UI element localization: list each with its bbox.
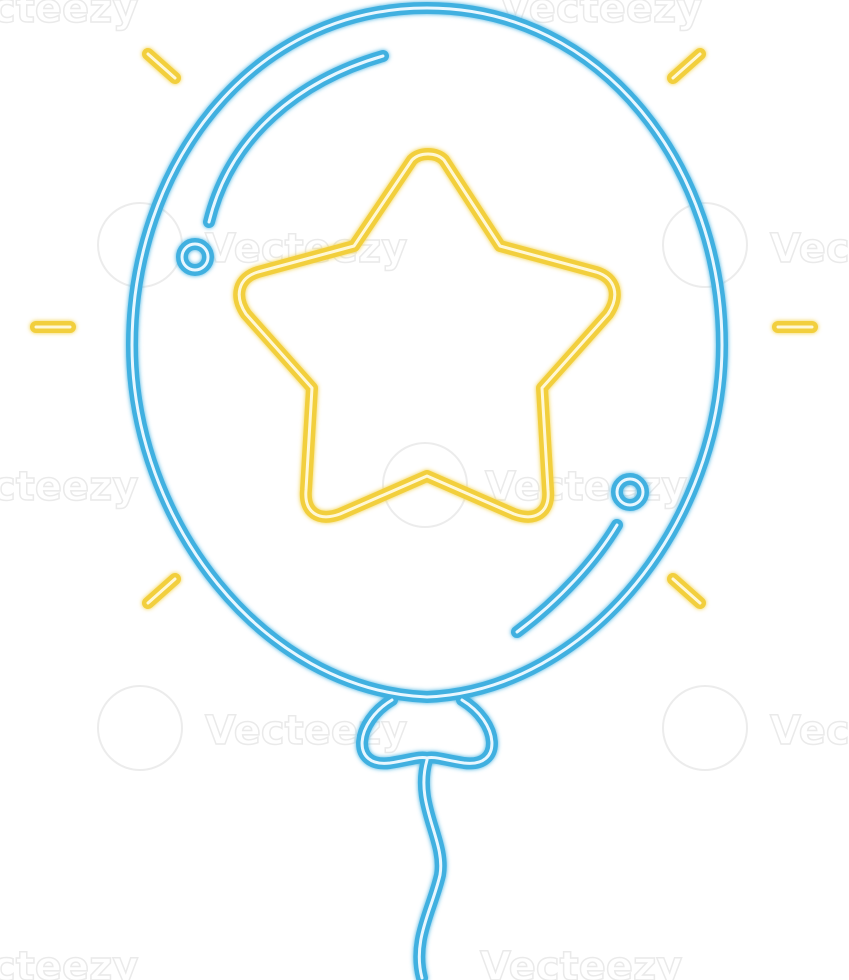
balloon-string — [413, 754, 447, 980]
watermark-text-right-upper: Vecteezy — [770, 226, 849, 272]
watermark-text-center: Vecteezy — [485, 464, 687, 510]
star-icon — [233, 148, 621, 523]
watermark-text-left-mid: cteezy — [0, 464, 138, 510]
watermark-logo-icon — [382, 442, 468, 528]
watermark-text-bottom-right: Vecteezy — [480, 944, 682, 980]
watermark-logo-icon — [662, 685, 748, 771]
star-outline — [233, 148, 621, 523]
watermark-text-bottom-left: cteezy — [0, 944, 138, 980]
balloon-icon — [126, 2, 728, 980]
watermark-text-top-left: cteezy — [0, 0, 138, 32]
watermark-logo-icon — [97, 685, 183, 771]
watermark-text-lower-right: Vecteezy — [770, 708, 849, 754]
ray-group — [30, 48, 818, 609]
balloon-body — [126, 2, 728, 703]
watermark-logo-icon — [662, 202, 748, 288]
